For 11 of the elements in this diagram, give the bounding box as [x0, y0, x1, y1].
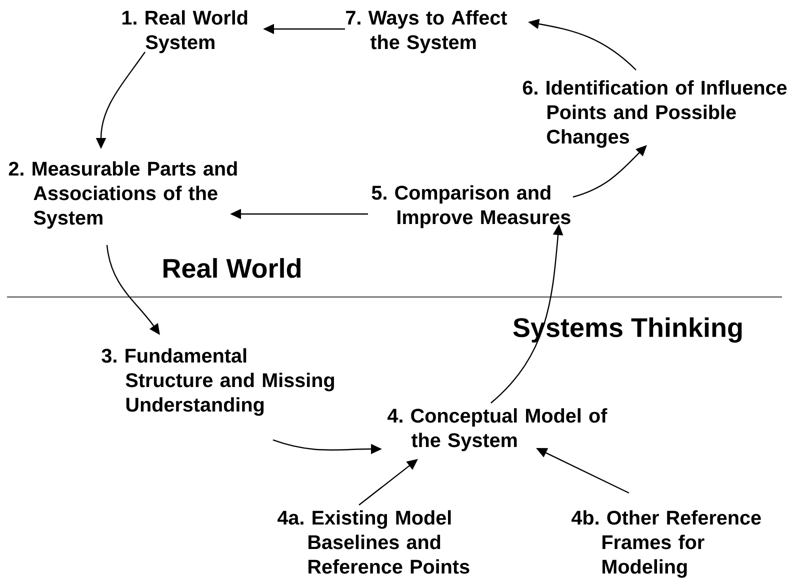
- step-label: 4. Conceptual Model of the System: [388, 408, 608, 452]
- step-label: 5. Comparison and Improve Measures: [372, 185, 570, 228]
- step-label: 7. Ways to Affect the System: [346, 10, 508, 54]
- step-label: 3. Fundamental Structure and Missing Understanding: [102, 348, 334, 416]
- step-label: 4b. Other Reference Frames for Modeling: [572, 510, 761, 578]
- step-label: 4a. Existing Model Baselines and Reference Points: [278, 510, 470, 574]
- section-heading: Real World: [164, 258, 300, 278]
- step-label: 1. Real World System: [122, 10, 248, 54]
- step-label: 6. Identification of Influence Points and Possible Changes: [522, 80, 787, 148]
- arrow: [572, 145, 647, 198]
- step-label: 2. Measurable Parts and Associations of the System: [8, 161, 237, 229]
